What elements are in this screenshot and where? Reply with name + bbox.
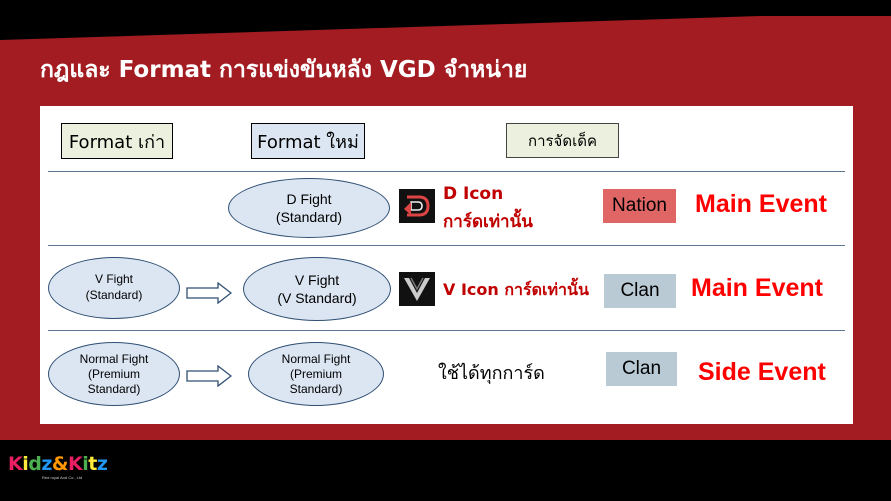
logo-letter: i (22, 453, 29, 475)
v-icon-only-text: V Icon การ์ดเท่านั้น (443, 280, 589, 299)
new-format-label: D Fight (Standard) (275, 190, 343, 225)
event-label: Main Event (691, 274, 823, 302)
tag-clan: Clan (606, 352, 677, 386)
d-icon-text: D Icon (443, 184, 504, 204)
row-divider (48, 330, 845, 331)
logo-letter: t (88, 453, 97, 475)
tag-nation: Nation (603, 189, 676, 223)
logo-letter: d (28, 453, 42, 475)
header-new-format: Format ใหม่ (251, 123, 365, 159)
old-format-ellipse-v-fight: V Fight (Standard) (48, 257, 180, 319)
header-old-format: Format เก่า (61, 123, 173, 159)
row-divider (48, 171, 845, 172)
new-format-label: V Fight (V Standard) (277, 271, 357, 306)
new-format-ellipse-v-fight: V Fight (V Standard) (243, 257, 391, 321)
all-cards-text: ใช้ได้ทุกการ์ด (438, 363, 545, 384)
new-format-ellipse-d-fight: D Fight (Standard) (228, 178, 390, 238)
row-divider (48, 245, 845, 246)
header-deck-building: การจัดเด็ค (506, 123, 619, 158)
arrow-right-icon (186, 282, 232, 304)
tag-clan: Clan (604, 274, 676, 308)
logo-letter: K (68, 453, 83, 475)
kidz-kitz-logo: Kidz&Kitz (8, 453, 108, 475)
slide-title: กฎและ Format การแข่งขันหลัง VGD จำหน่าย (40, 57, 528, 83)
new-format-ellipse-normal-fight: Normal Fight (Premium Standard) (248, 342, 384, 406)
logo-letter: K (8, 453, 23, 475)
logo-letter: i (82, 453, 89, 475)
old-format-ellipse-normal-fight: Normal Fight (Premium Standard) (48, 342, 180, 406)
logo-subtext: Red royal And Co., Ltd (42, 475, 83, 480)
old-format-label: V Fight (Standard) (85, 272, 143, 302)
bottom-black-band (0, 440, 891, 501)
d-icon (399, 189, 435, 223)
event-label: Side Event (698, 358, 826, 386)
d-icon-only-text: การ์ดเท่านั้น (443, 212, 533, 232)
content-panel: Format เก่า Format ใหม่ การจัดเด็ค D Fig… (40, 106, 853, 424)
new-format-label: Normal Fight (Premium Standard) (281, 351, 351, 396)
arrow-right-icon (186, 365, 232, 387)
v-icon (399, 272, 435, 306)
logo-letter: z (96, 453, 108, 475)
logo-letter: z (41, 453, 52, 475)
old-format-label: Normal Fight (Premium Standard) (79, 351, 149, 396)
logo-letter: & (51, 453, 69, 475)
event-label: Main Event (695, 190, 827, 218)
